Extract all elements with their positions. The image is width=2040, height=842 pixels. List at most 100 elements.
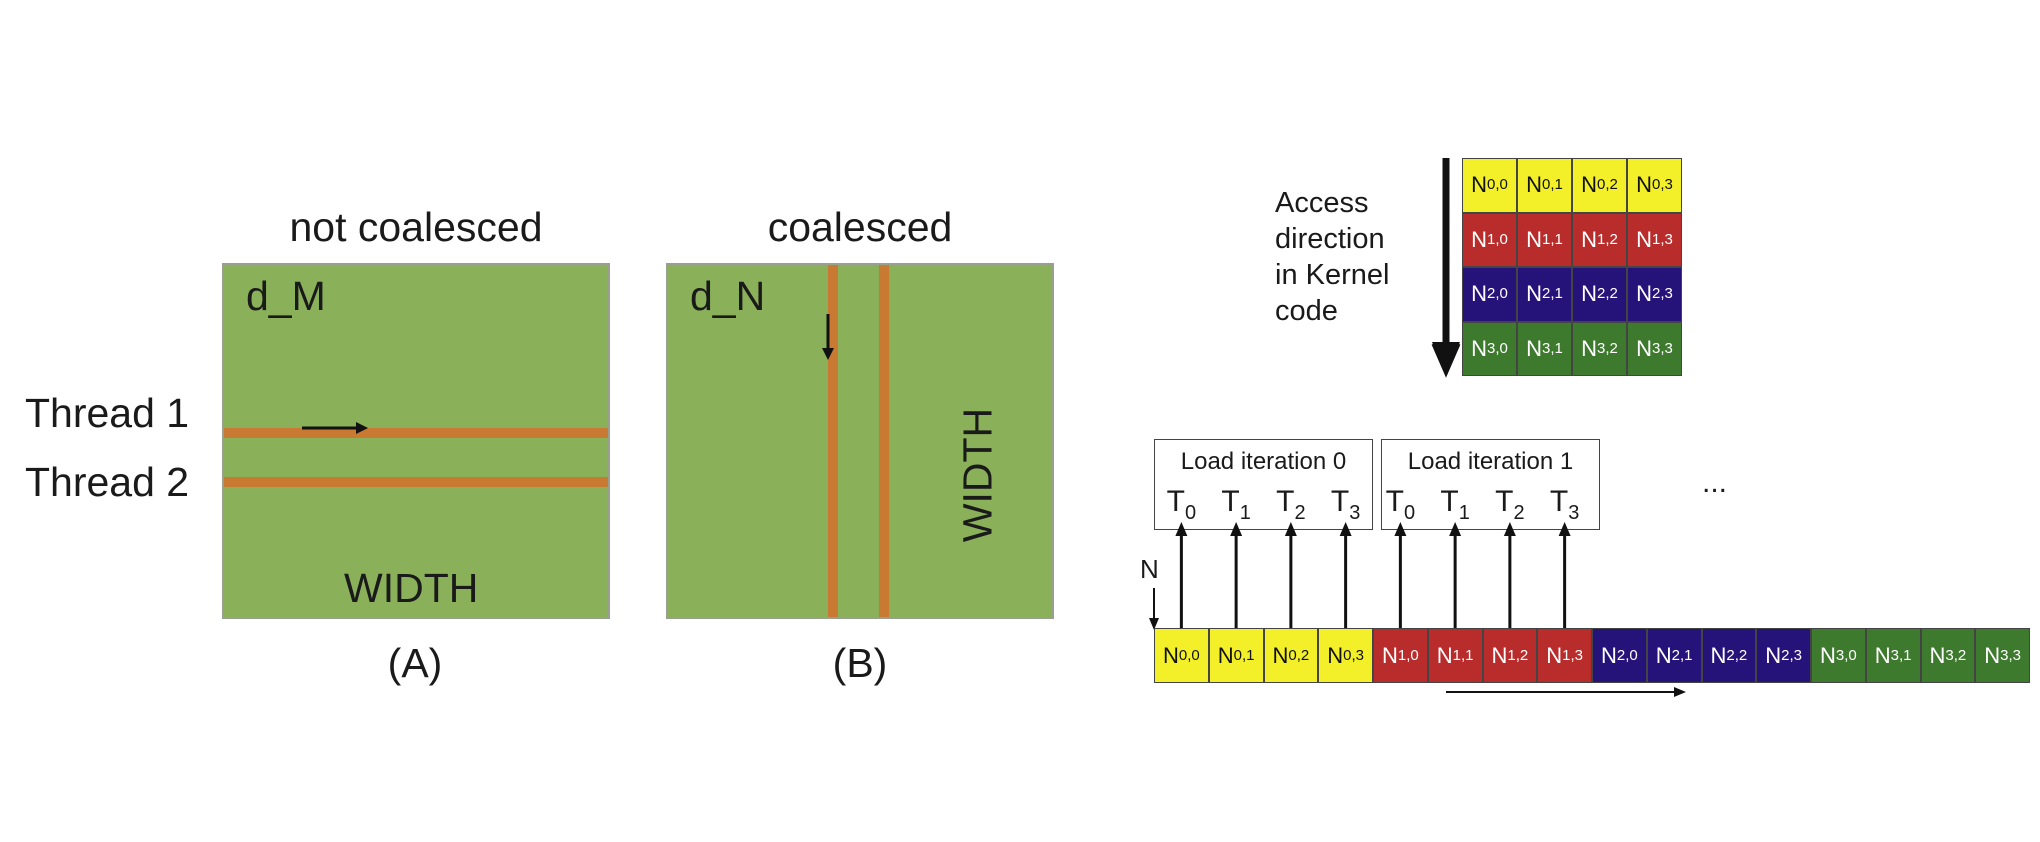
thread-label-iter1-t2-letter: T [1495, 485, 1514, 518]
thread-label-iter0-t3-letter: T [1330, 485, 1350, 518]
matrix-d-n-width-label: WIDTH [954, 407, 1001, 543]
load-iteration-0-box: Load iteration 0 [1154, 439, 1373, 530]
n-array-label: N [1140, 554, 1159, 584]
linear-cell-5-letter: N [1436, 642, 1453, 668]
grid-cell-3-3-letter: N [1636, 335, 1653, 361]
thread-label-iter1-t1-index: 1 [1458, 502, 1470, 524]
thread-label-iter0-t0-letter: T [1166, 485, 1185, 518]
thread-label-iter1-t3-index: 3 [1568, 502, 1580, 524]
linear-cell-6-letter: N [1491, 642, 1508, 668]
more-iterations-ellipsis: ... [1702, 466, 1728, 499]
panel-a-caption: (A) [387, 640, 443, 686]
grid-cell-1-3: N 1,3 [1627, 212, 1682, 267]
grid-cell-0-1-letter: N [1526, 172, 1543, 198]
thread-label-iter0-t3-index: 3 [1349, 502, 1361, 524]
linear-cell-11-letter: N [1765, 642, 1782, 668]
grid-cell-1-0-letter: N [1471, 226, 1488, 252]
matrix-d-m-label: d_M [246, 273, 326, 319]
access-direction-arrow [1431, 158, 1461, 378]
matrix-d-n: d_N WIDTH [666, 263, 1054, 619]
linear-cell-12-letter: N [1820, 642, 1836, 668]
access-direction-line-2: direction [1275, 223, 1385, 255]
thread-label-iter0-t3: T3 [1330, 485, 1360, 523]
access-direction-line-3: in Kernel [1275, 259, 1390, 291]
thread-2-row-stripe [224, 477, 608, 487]
linear-cell-0-letter: N [1163, 642, 1179, 668]
thread-label-iter1-t2-index: 2 [1513, 502, 1525, 524]
grid-cell-1-2: N 1,2 [1572, 212, 1627, 267]
load-iteration-0-title: Load iteration 0 [1180, 448, 1347, 475]
thread-label-iter0-t1-index: 1 [1239, 502, 1251, 524]
thread-label-iter1-t3: T3 [1549, 485, 1579, 523]
thread-label-iter0-t0-index: 0 [1184, 502, 1197, 524]
thread-label-iter1-t3-letter: T [1549, 485, 1569, 518]
load-iteration-1-box: Load iteration 1 [1381, 439, 1600, 530]
access-direction-label: Access direction in Kernel code [1275, 185, 1389, 329]
grid-cell-2-2-letter: N [1581, 281, 1598, 307]
linear-cell-1-letter: N [1217, 642, 1234, 668]
panel-b-caption: (B) [832, 640, 888, 686]
load-arrowhead-iter1-t0 [1394, 522, 1407, 536]
grid-cell-1-2-letter: N [1581, 226, 1598, 252]
panel-a-title: not coalesced [289, 204, 543, 250]
grid-cell-3-0-letter: N [1471, 335, 1488, 361]
grid-cell-1-1: N 1,1 [1517, 212, 1572, 267]
grid-cell-0-0-letter: N [1471, 172, 1488, 198]
linear-cell-3-letter: N [1327, 642, 1344, 668]
thread-label-iter1-t1-letter: T [1440, 485, 1459, 518]
panel-b-title: coalesced [767, 204, 953, 250]
thread-label-iter0-t2-letter: T [1276, 485, 1295, 518]
linear-cell-7-letter: N [1546, 642, 1563, 668]
load-iteration-1-title: Load iteration 1 [1407, 448, 1574, 475]
grid-cell-0-2-letter: N [1581, 172, 1598, 198]
thread-2-column-stripe [879, 265, 889, 617]
thread-label-iter1-t0-letter: T [1385, 485, 1404, 518]
linear-cell-4-letter: N [1382, 642, 1398, 668]
thread-label-iter1-t2: T2 [1495, 485, 1524, 523]
linear-cell-15-letter: N [1984, 642, 2001, 668]
linear-cell-13-letter: N [1874, 642, 1891, 668]
thread-label-iter0-t0: T0 [1166, 485, 1196, 523]
thread-label-iter1-t0-index: 0 [1403, 502, 1416, 524]
grid-cell-3-2-letter: N [1581, 335, 1598, 361]
thread-1-column-stripe [828, 265, 838, 617]
thread-2-label: Thread 2 [25, 459, 190, 505]
linear-cell-9-letter: N [1655, 642, 1672, 668]
grid-cell-2-0-letter: N [1471, 281, 1488, 307]
access-direction-line-4: code [1275, 295, 1338, 327]
load-arrows [1175, 522, 1571, 628]
thread-label-iter0-t2: T2 [1276, 485, 1305, 523]
thread-1-column-access-arrow [822, 314, 834, 360]
load-arrowhead-iter0-t3 [1339, 522, 1352, 536]
linear-cell-10-letter: N [1710, 642, 1727, 668]
grid-cell-0-3-letter: N [1636, 172, 1653, 198]
grid-cell-3-1-letter: N [1526, 335, 1543, 361]
thread-1-row-stripe [224, 428, 608, 438]
thread-label-iter0-t1: T1 [1221, 485, 1250, 523]
thread-label-iter0-t2-index: 2 [1294, 502, 1306, 524]
thread-label-iter1-t1: T1 [1440, 485, 1469, 523]
grid-cell-1-3-letter: N [1636, 226, 1653, 252]
load-arrowhead-iter0-t2 [1284, 522, 1297, 536]
